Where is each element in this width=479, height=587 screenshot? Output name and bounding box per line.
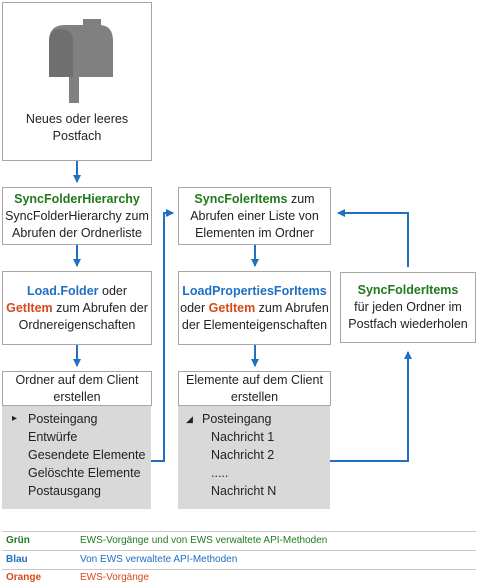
sync-hierarchy-line2: Abrufen der Ordnerliste xyxy=(12,225,142,240)
folder-item-entwuerfe: Entwürfe xyxy=(28,430,78,444)
create-items-line2: erstellen xyxy=(230,389,279,404)
create-folders-box: Ordner auf dem Client erstellen xyxy=(2,371,152,406)
folder-item-geloeschte: Gelöschte Elemente xyxy=(28,466,141,480)
legend-key-green: Grün xyxy=(6,535,30,546)
arrow-itemlist-to-synceach xyxy=(330,351,412,462)
sync-hierarchy-title: SyncFolderHierarchy xyxy=(14,191,140,206)
legend-text-blue: Von EWS verwaltete API-Methoden xyxy=(80,554,238,565)
legend-text-green: EWS-Vorgänge und von EWS verwaltete API-… xyxy=(80,535,328,546)
sync-items-line2: Abrufen einer Liste von xyxy=(190,208,319,223)
sync-items-line3: Elementen im Ordner xyxy=(195,225,314,240)
mailbox-line2: Postfach xyxy=(52,129,102,143)
load-props-getitem: GetItem xyxy=(208,300,256,315)
mailbox-line1: Neues oder leeres xyxy=(25,112,129,126)
legend-divider xyxy=(2,550,476,551)
load-folder-getitem: GetItem xyxy=(6,300,53,315)
item-list-root: ◢ Posteingang xyxy=(186,410,330,428)
load-folder-oder: oder xyxy=(98,283,128,298)
create-folders-line2: erstellen xyxy=(53,389,101,404)
legend-text-orange: EWS-Vorgänge xyxy=(80,572,149,583)
load-props-line3: der Elementeigenschaften xyxy=(181,317,328,332)
load-folder-rest: zum Abrufen der xyxy=(52,300,148,315)
item-list-panel: ◢ Posteingang Nachricht 1 Nachricht 2 ..… xyxy=(178,406,330,509)
folder-item-label: Posteingang xyxy=(28,412,98,426)
load-props-rest: zum Abrufen xyxy=(255,300,329,315)
load-props-box: LoadPropertiesForItems oder GetItem zum … xyxy=(178,271,331,345)
folder-item-postausgang: Postausgang xyxy=(28,484,101,498)
folder-item-posteingang: ▸ Posteingang xyxy=(12,410,151,428)
item-list-child: Nachricht N xyxy=(211,484,277,498)
folder-item-gesendete: Gesendete Elemente xyxy=(28,448,146,462)
item-list-root-label: Posteingang xyxy=(202,412,272,426)
sync-hierarchy-line1: SyncFolderHierarchy zum xyxy=(5,208,149,223)
sync-each-box: SyncFolderItems für jeden Ordner im Post… xyxy=(340,272,476,343)
legend-key-blue: Blau xyxy=(6,554,28,565)
create-items-line1: Elemente auf dem Client xyxy=(186,372,323,387)
mailbox-box: Neues oder leeres Postfach xyxy=(2,2,152,161)
sync-items-title: SyncFolerItems xyxy=(194,191,288,206)
sync-hierarchy-box: SyncFolderHierarchy SyncFolderHierarchy … xyxy=(2,187,152,245)
legend-divider xyxy=(2,569,476,570)
collapse-arrow-icon: ◢ xyxy=(186,414,193,424)
item-list-child: Nachricht 1 xyxy=(211,430,275,444)
create-folders-line1: Ordner auf dem Client xyxy=(15,372,139,387)
item-list-child: ..... xyxy=(211,466,229,480)
mailbox-icon xyxy=(49,19,113,103)
sync-items-rest: zum xyxy=(287,191,315,206)
sync-items-box: SyncFolerItems zum Abrufen einer Liste v… xyxy=(178,187,331,245)
item-list-child: Nachricht 2 xyxy=(211,448,275,462)
folder-list-panel: ▸ Posteingang Entwürfe Gesendete Element… xyxy=(2,406,151,509)
arrow-folderlist-to-syncitems xyxy=(150,209,174,462)
create-items-box: Elemente auf dem Client erstellen xyxy=(178,371,331,406)
legend-divider xyxy=(2,531,476,532)
sync-each-line3: Postfach wiederholen xyxy=(348,317,468,331)
load-folder-line3: Ordnereigenschaften xyxy=(18,317,136,332)
load-folder-box: Load.Folder oder GetItem zum Abrufen der… xyxy=(2,271,152,345)
legend-key-orange: Orange xyxy=(6,572,42,583)
arrow-synceach-to-syncitems xyxy=(337,209,409,267)
load-props-title: LoadPropertiesForItems xyxy=(182,283,327,298)
load-props-oder: oder xyxy=(180,300,209,315)
load-folder-method: Load.Folder xyxy=(26,283,99,298)
sync-each-title: SyncFolderItems xyxy=(357,283,459,297)
expand-arrow-icon: ▸ xyxy=(12,413,18,424)
sync-each-line2: für jeden Ordner im xyxy=(354,300,462,314)
